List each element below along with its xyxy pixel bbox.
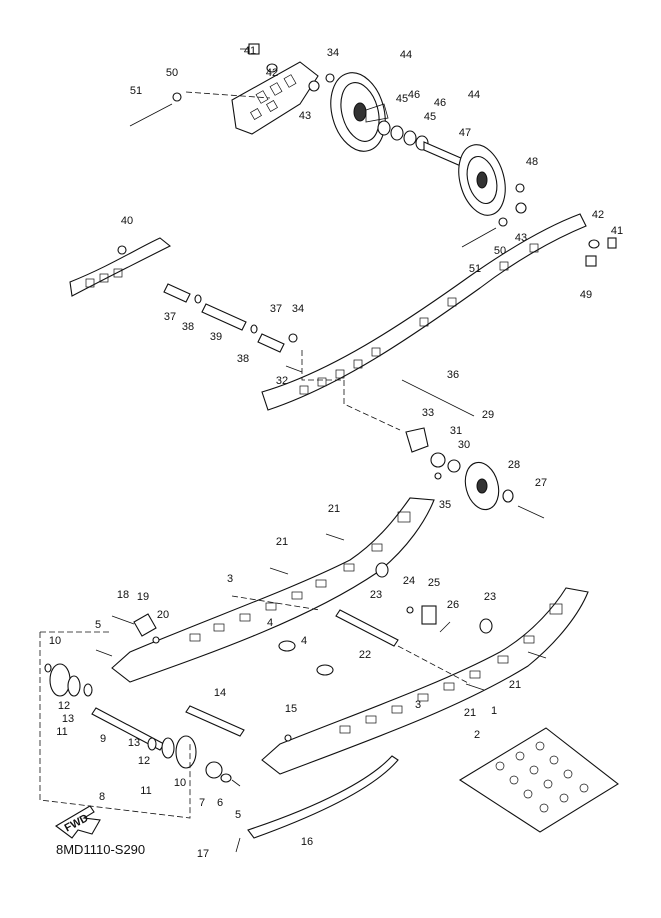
callout-51: 51 [130,85,142,97]
callout-24: 24 [403,575,415,587]
callout-11: 11 [140,785,151,797]
callout-45: 45 [396,93,408,105]
callout-46: 46 [434,97,446,109]
callout-21: 21 [509,679,521,691]
callout-42: 42 [592,209,604,221]
callout-29: 29 [482,409,494,421]
spacer-shafts [117,245,303,373]
callout-2: 2 [474,729,480,741]
callout-23: 23 [370,589,382,601]
callout-20: 20 [157,609,169,621]
callout-48: 48 [526,156,538,168]
small-hardware-top [129,43,617,267]
rear-wheel-left [330,72,389,152]
rail-hardware [231,533,547,742]
callout-6: 6 [217,797,223,809]
callout-21: 21 [464,707,476,719]
callout-15: 15 [285,703,297,715]
callout-44: 44 [400,49,412,61]
idler-wheel-assembly [301,350,545,519]
callout-33: 33 [422,407,434,419]
callout-13: 13 [128,737,140,749]
callout-49: 49 [580,289,592,301]
callout-21: 21 [328,503,340,515]
rear-wheel-right [458,144,506,216]
callout-3: 3 [227,573,233,585]
callout-16: 16 [301,836,313,848]
callout-28: 28 [508,459,520,471]
track-belt [458,727,619,833]
callout-41: 41 [244,45,256,57]
callout-41: 41 [611,225,623,237]
callout-38: 38 [237,353,249,365]
callout-10: 10 [49,635,61,647]
callout-37: 37 [270,303,282,315]
callout-39: 39 [210,331,222,343]
rear-arm [69,213,587,411]
wheel-spacers [377,120,429,151]
callout-34: 34 [327,47,339,59]
callout-51: 51 [469,263,481,275]
callout-12: 12 [58,700,70,712]
callout-4: 4 [267,617,273,629]
diagram-code: 8MD1110-S290 [56,842,146,857]
callout-19: 19 [137,591,149,603]
callout-13: 13 [62,713,74,725]
callout-21: 21 [276,536,288,548]
front-axle-assembly [39,613,245,819]
callout-5: 5 [95,619,101,631]
callout-14: 14 [214,687,226,699]
callout-36: 36 [447,369,459,381]
callout-31: 31 [450,425,462,437]
callout-43: 43 [515,232,527,244]
callout-26: 26 [447,599,459,611]
rear-bracket-upper [231,61,319,135]
callout-30: 30 [458,439,470,451]
callout-46: 46 [408,89,420,101]
callout-50: 50 [494,245,506,257]
callout-4: 4 [301,635,307,647]
slide-rail-right [261,587,589,775]
callout-5: 5 [235,809,241,821]
callout-9: 9 [100,733,106,745]
callout-37: 37 [164,311,176,323]
callout-43: 43 [299,110,311,122]
callout-10: 10 [174,777,186,789]
callout-32: 32 [276,375,288,387]
callout-23: 23 [484,591,496,603]
callout-50: 50 [166,67,178,79]
callout-38: 38 [182,321,194,333]
slide-rail-left [111,497,435,683]
callout-35: 35 [439,499,451,511]
callout-17: 17 [197,848,209,860]
callout-7: 7 [199,797,205,809]
callout-34: 34 [292,303,304,315]
callout-42: 42 [266,67,278,79]
callout-3: 3 [415,699,421,711]
callout-27: 27 [535,477,547,489]
callout-47: 47 [459,127,471,139]
callout-1: 1 [491,705,497,717]
callout-11: 11 [56,726,67,738]
callout-12: 12 [138,755,150,767]
callout-18: 18 [117,589,129,601]
callout-8: 8 [99,791,105,803]
callout-45: 45 [424,111,436,123]
callout-44: 44 [468,89,480,101]
callout-25: 25 [428,577,440,589]
callout-40: 40 [121,215,133,227]
fwd-arrow: FWD [55,805,101,839]
callout-22: 22 [359,649,371,661]
slider-16 [235,755,399,853]
